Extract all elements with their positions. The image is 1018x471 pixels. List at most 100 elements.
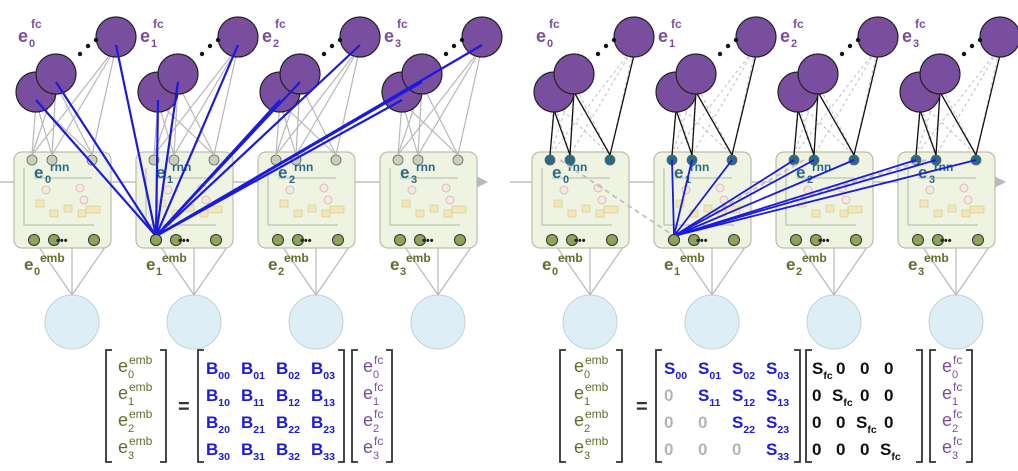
lstm-gate — [329, 205, 345, 214]
fc-dot — [93, 37, 99, 43]
vector-entry: e — [574, 356, 584, 376]
lstm-internals — [267, 168, 345, 226]
fc-dot — [199, 51, 205, 57]
emb-label-sub: 1 — [674, 266, 680, 278]
input-node — [928, 294, 984, 350]
lstm-op — [959, 183, 969, 193]
rnn-label-sub: 2 — [289, 174, 295, 186]
matrix-entry: B10 — [206, 386, 230, 409]
lstm-gate — [961, 209, 971, 218]
emb-label: e — [268, 255, 277, 274]
matrix-entry: 0 — [860, 386, 869, 405]
emb-node — [170, 234, 182, 246]
fc-edge-solid — [797, 109, 815, 156]
ellipsis-dots: ••• — [178, 235, 190, 247]
fc-edge-solid — [939, 91, 977, 156]
emb-node — [28, 234, 40, 246]
rnn-label-sub: 0 — [45, 174, 51, 186]
input-edge — [155, 239, 195, 296]
fc-edge-solid — [553, 109, 571, 156]
emb-node — [332, 234, 344, 246]
lstm-gate — [847, 205, 863, 214]
equals-sign: = — [636, 396, 648, 418]
matrix-entry: S22 — [732, 413, 755, 436]
emb-label: e — [146, 255, 155, 274]
vector-entry-sub: 3 — [584, 450, 590, 462]
vector-entry-sub: 0 — [373, 369, 379, 381]
emb-node — [414, 234, 426, 246]
bracket — [386, 349, 393, 463]
attention-edge — [673, 159, 977, 237]
fc-node — [217, 16, 259, 58]
fc-dot — [451, 43, 457, 49]
matrix-entry: 0 — [664, 386, 673, 405]
matrix-entry: S23 — [766, 413, 789, 436]
fc-edge — [275, 46, 361, 156]
emb-label: e — [390, 255, 399, 274]
matrix-entry: B11 — [241, 386, 265, 409]
matrix-entry: B20 — [206, 413, 230, 436]
emb-node — [546, 234, 558, 246]
rnn-cell-box — [379, 151, 478, 249]
input-edge — [277, 239, 317, 296]
vector-entry-sup: emb — [129, 353, 153, 367]
matrix-entry: 0 — [836, 440, 845, 459]
fc-edge-solid — [675, 109, 693, 156]
emb-label-sub: 1 — [156, 266, 162, 278]
matrix-entry: Sfc — [880, 440, 901, 463]
ellipsis-dots: ••• — [56, 235, 68, 247]
fc-dot — [725, 43, 731, 49]
input-edge — [917, 239, 957, 296]
rnn-label: e — [34, 163, 43, 182]
lstm-gate — [969, 205, 985, 214]
attention-edge — [35, 99, 157, 237]
fc-dot — [329, 43, 335, 49]
lstm-gate — [429, 204, 439, 213]
vector-entry-sub: 1 — [952, 396, 958, 408]
lstm-op — [201, 195, 211, 205]
matrix-entry: 0 — [812, 413, 821, 432]
emb-node — [850, 234, 862, 246]
fc-dot — [459, 37, 465, 43]
vector-entry: e — [118, 437, 128, 457]
bracket — [105, 349, 112, 463]
fc-dot — [717, 51, 723, 57]
fc-dot — [603, 43, 609, 49]
lstm-path — [541, 168, 612, 226]
vector-entry-sub: 2 — [952, 423, 958, 435]
attention-edge — [673, 159, 917, 237]
vector-entry: e — [118, 383, 128, 403]
fc-edge-solid — [695, 91, 733, 156]
vector-entry-sup: emb — [585, 380, 609, 394]
matrix-entry: S01 — [698, 359, 721, 382]
fc-label-sup: fc — [793, 17, 804, 31]
fc-dot — [969, 43, 975, 49]
ellipsis-dots: ••• — [940, 235, 952, 247]
vector-entry: e — [942, 383, 952, 403]
matrix-entry: B02 — [276, 359, 300, 382]
emb-label-sub: 3 — [918, 266, 924, 278]
lstm-op — [41, 185, 51, 195]
bracket — [655, 349, 662, 463]
vector-entry: e — [118, 356, 128, 376]
matrix-entry: B23 — [311, 413, 335, 436]
fc-label-sub: 3 — [913, 38, 919, 50]
emb-label: e — [908, 255, 917, 274]
emb-label-sup: emb — [40, 251, 65, 265]
fc-dot — [443, 51, 449, 57]
fc-edge-solid — [915, 109, 921, 156]
matrix-entry: 0 — [812, 440, 821, 459]
lstm-gate — [567, 209, 577, 218]
fc-edge-solid — [731, 54, 757, 156]
matrix-entry: S12 — [732, 386, 755, 409]
vector-entry-sup: fc — [374, 353, 383, 367]
rnn-label: e — [674, 163, 683, 182]
fc-label-sub: 1 — [669, 38, 675, 50]
fc-edge — [695, 83, 733, 156]
lstm-gate — [595, 209, 605, 218]
input-edge — [551, 239, 591, 296]
fc-edge-solid — [935, 91, 941, 156]
lstm-gate — [703, 204, 713, 213]
vector-entry-sub: 1 — [128, 396, 134, 408]
